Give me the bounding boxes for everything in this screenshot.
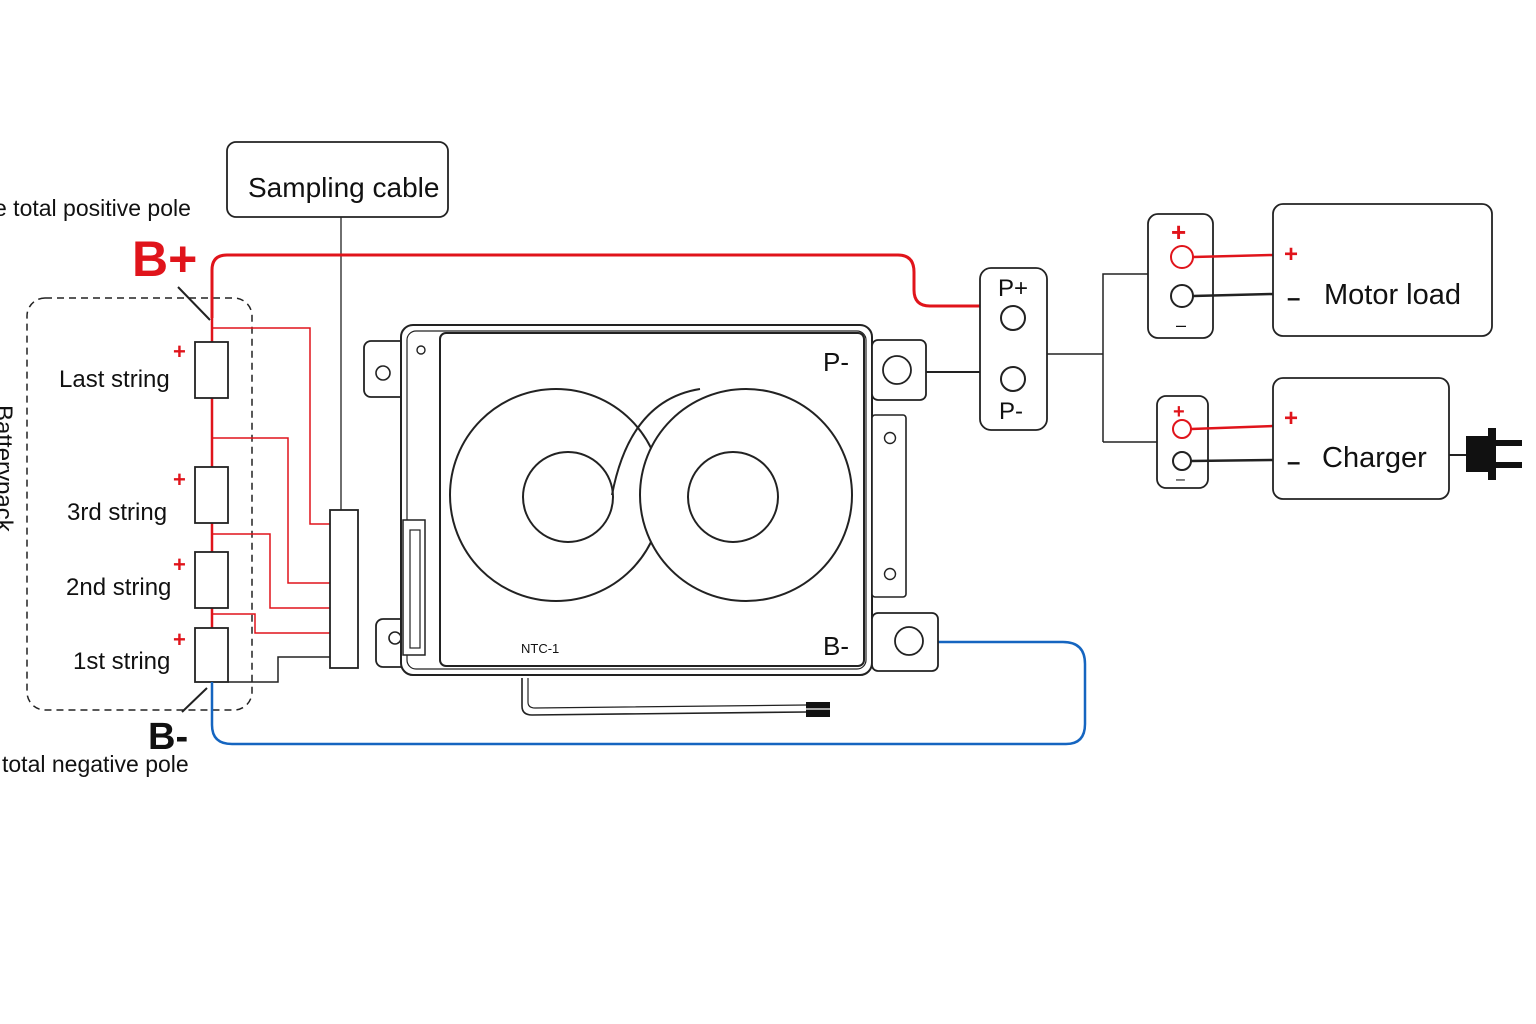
charger-negative-lead — [1190, 458, 1274, 463]
motor-load-minus: – — [1287, 285, 1300, 312]
total-positive-pole-label: e total positive pole — [0, 195, 191, 221]
cell-label-3rd: 3rd string — [67, 499, 167, 526]
motor-connector-plus: + — [1171, 217, 1186, 247]
terminal-p-plus-label: P+ — [998, 275, 1028, 302]
motor-positive-lead — [1192, 253, 1274, 259]
bms-p-minus-lug — [871, 339, 927, 401]
sampling-wires — [212, 327, 330, 634]
motor-connector — [1147, 213, 1214, 339]
motor-load-label: Motor load — [1324, 279, 1461, 311]
panel-loop-left-inner — [522, 451, 614, 543]
charger-minus: – — [1287, 449, 1300, 476]
bms-b-minus-lug — [871, 612, 939, 672]
cell-1st-plus: + — [173, 627, 186, 652]
bms-b-minus-label: B- — [823, 631, 849, 661]
bms-ear-hole-top-left — [375, 365, 391, 381]
b-plus-label: B+ — [132, 231, 197, 287]
sampling-wire-negative — [228, 656, 330, 683]
charger-connector-plus: + — [1173, 401, 1185, 423]
panel-loop-crossing — [611, 388, 701, 496]
cell-last-plus: + — [173, 339, 186, 364]
power-plug-icon — [1449, 428, 1522, 480]
bms-side-rail-inner — [409, 529, 421, 649]
bms-bracket-hole-bottom — [883, 567, 897, 581]
sampling-connector — [329, 509, 359, 669]
battery-pack-vertical-label: Batterypack — [0, 405, 17, 533]
branch-to-motor — [1102, 273, 1148, 442]
cell-last — [194, 341, 229, 399]
cell-2nd — [194, 551, 229, 609]
charger-connector — [1156, 395, 1209, 489]
bms-side-bracket — [871, 414, 907, 598]
bms-p-minus-label: P- — [823, 347, 849, 377]
bms-screw-dot — [416, 345, 426, 355]
sampling-cable-label: Sampling cable — [248, 172, 439, 203]
total-negative-pole-label: total negative pole — [2, 751, 189, 777]
bms-board: P- B- NTC-1 — [363, 324, 939, 676]
b-minus-label: B- — [148, 716, 188, 758]
motor-load-plus: + — [1284, 241, 1298, 268]
battery-pack-outline — [26, 297, 253, 711]
cell-2nd-plus: + — [173, 552, 186, 577]
bms-p-minus-hole — [882, 355, 912, 385]
ntc-label: NTC-1 — [521, 641, 559, 656]
bms-housing-inner — [406, 330, 867, 670]
motor-load-box — [1272, 203, 1493, 337]
charger-box — [1272, 377, 1450, 500]
terminal-p-minus-label: P- — [999, 398, 1023, 425]
sampling-cable-callout — [226, 141, 449, 218]
motor-connector-minus: – — [1176, 315, 1186, 335]
panel-loop-right-inner — [687, 451, 779, 543]
charger-positive-lead — [1190, 424, 1274, 431]
cell-1st — [194, 627, 229, 683]
output-terminal-block — [979, 267, 1048, 431]
b-plus-pointer — [177, 286, 211, 321]
negative-main-wire — [210, 640, 1087, 746]
panel-loop-right-outer — [639, 388, 853, 602]
charger-connector-minus: – — [1176, 471, 1185, 488]
terminal-p-minus-post — [1000, 366, 1026, 392]
cell-label-2nd: 2nd string — [66, 574, 171, 601]
cell-label-1st: 1st string — [73, 648, 170, 675]
positive-main-wire — [210, 253, 980, 318]
bms-b-minus-hole — [894, 626, 924, 656]
bms-side-rail — [402, 519, 426, 656]
motor-negative-lead — [1192, 292, 1274, 298]
cell-3rd-plus: + — [173, 467, 186, 492]
cell-label-last: Last string — [59, 366, 170, 393]
bms-bracket-hole-top — [883, 431, 897, 445]
ntc-probe-wire — [521, 678, 807, 716]
charger-label: Charger — [1322, 442, 1427, 474]
terminal-p-plus-post — [1000, 305, 1026, 331]
cell-3rd — [194, 466, 229, 524]
ntc-probe-wire-inner — [527, 678, 807, 709]
charger-plus: + — [1284, 405, 1298, 432]
b-minus-pointer — [181, 687, 208, 713]
